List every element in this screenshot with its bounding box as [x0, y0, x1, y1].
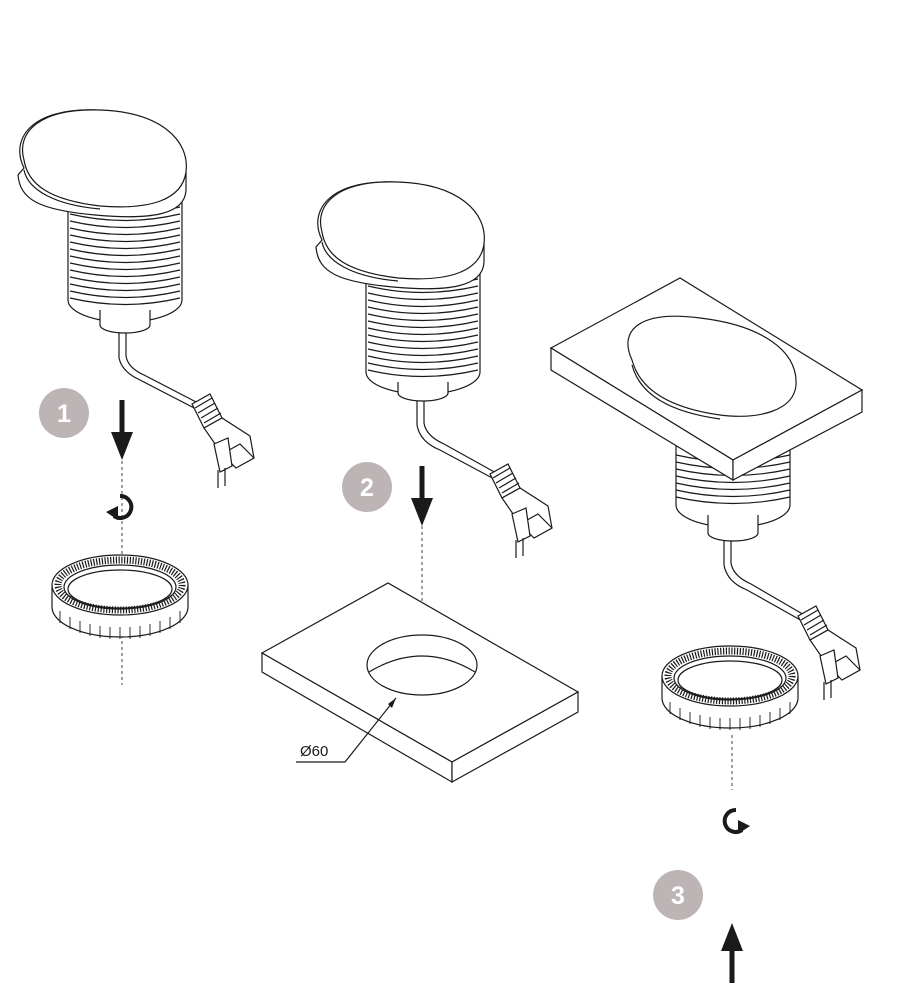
ring-nut [662, 646, 798, 730]
arrow-down-icon [111, 400, 133, 460]
arrow-up-icon [721, 923, 743, 983]
hole-diameter-label: Ø60 [300, 743, 328, 760]
step-badge-3 [653, 870, 703, 920]
step-3-group: 3 [549, 277, 864, 983]
arrow-down-icon [411, 466, 433, 526]
rotate-icon [722, 807, 752, 836]
step-2-group: Ø60 2 [260, 181, 580, 784]
step-badge-2 [342, 462, 392, 512]
step-number-2: 2 [360, 474, 374, 502]
step-badge-1 [39, 388, 89, 438]
ring-nut [52, 555, 188, 639]
step-1-group: 1 [17, 109, 255, 685]
step-number-1: 1 [57, 400, 71, 428]
step-number-3: 3 [671, 882, 685, 910]
rotate-icon [104, 493, 134, 522]
